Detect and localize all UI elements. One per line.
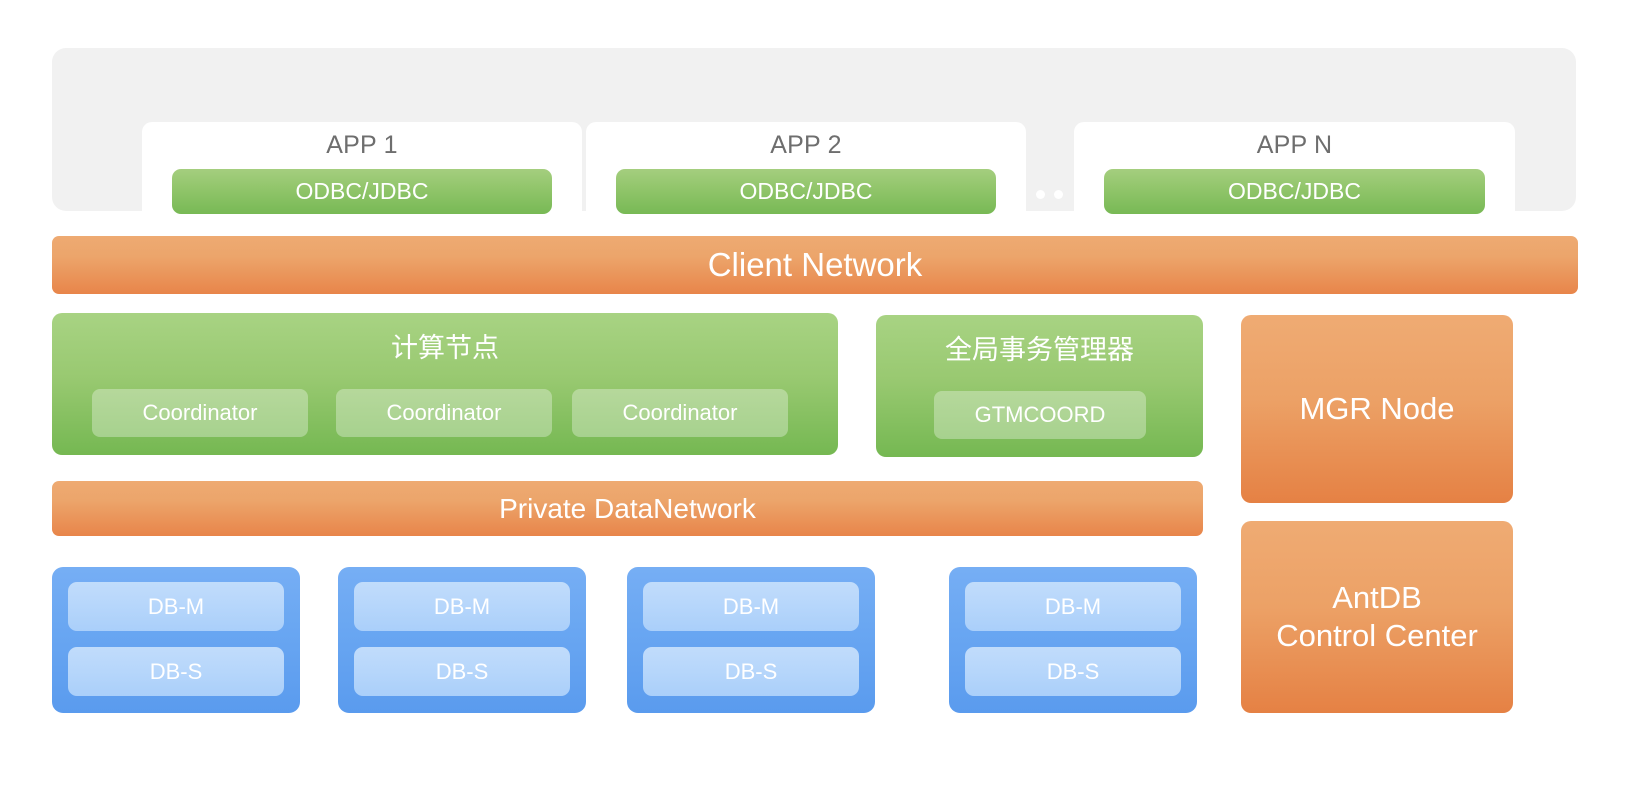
db-slave-node[interactable]: DB-S [354, 647, 570, 696]
database-group-1: DB-M DB-S [52, 567, 300, 713]
app-card-2[interactable]: APP 2 ODBC/JDBC [586, 122, 1026, 233]
database-group-4: DB-M DB-S [949, 567, 1197, 713]
gtm-title: 全局事务管理器 [945, 335, 1134, 365]
odbc-jdbc-connector[interactable]: ODBC/JDBC [1104, 169, 1485, 214]
compute-node-group: 计算节点 Coordinator Coordinator Coordinator [52, 313, 838, 455]
client-network-bar: Client Network [52, 236, 1578, 294]
ellipsis-dot-icon [1054, 190, 1063, 199]
coordinator-node-1[interactable]: Coordinator [92, 389, 308, 437]
application-layer-band: APP 1 ODBC/JDBC APP 2 ODBC/JDBC APP N OD… [52, 48, 1576, 254]
app-title: APP 2 [770, 131, 842, 159]
db-slave-node[interactable]: DB-S [643, 647, 859, 696]
control-center-line-1: AntDB [1332, 580, 1422, 616]
control-center-line-2: Control Center [1276, 618, 1478, 653]
db-master-node[interactable]: DB-M [965, 582, 1181, 631]
compute-node-title: 计算节点 [391, 333, 499, 363]
private-data-network-bar: Private DataNetwork [52, 481, 1203, 536]
odbc-jdbc-connector[interactable]: ODBC/JDBC [616, 169, 996, 214]
app-title: APP 1 [326, 131, 398, 159]
odbc-jdbc-connector[interactable]: ODBC/JDBC [172, 169, 552, 214]
db-slave-node[interactable]: DB-S [965, 647, 1181, 696]
app-card-n[interactable]: APP N ODBC/JDBC [1074, 122, 1515, 233]
database-group-2: DB-M DB-S [338, 567, 586, 713]
mgr-node-card[interactable]: MGR Node [1241, 315, 1513, 503]
db-master-node[interactable]: DB-M [643, 582, 859, 631]
db-master-node[interactable]: DB-M [354, 582, 570, 631]
global-transaction-manager-group: 全局事务管理器 GTMCOORD [876, 315, 1203, 457]
coordinator-node-2[interactable]: Coordinator [336, 389, 552, 437]
ellipsis-dot-icon [1036, 190, 1045, 199]
db-master-node[interactable]: DB-M [68, 582, 284, 631]
antdb-control-center-card[interactable]: AntDB Control Center [1241, 521, 1513, 713]
app-card-1[interactable]: APP 1 ODBC/JDBC [142, 122, 582, 233]
app-title: APP N [1256, 131, 1333, 159]
coordinator-node-3[interactable]: Coordinator [572, 389, 788, 437]
gtmcoord-node[interactable]: GTMCOORD [934, 391, 1146, 439]
database-group-3: DB-M DB-S [627, 567, 875, 713]
db-slave-node[interactable]: DB-S [68, 647, 284, 696]
